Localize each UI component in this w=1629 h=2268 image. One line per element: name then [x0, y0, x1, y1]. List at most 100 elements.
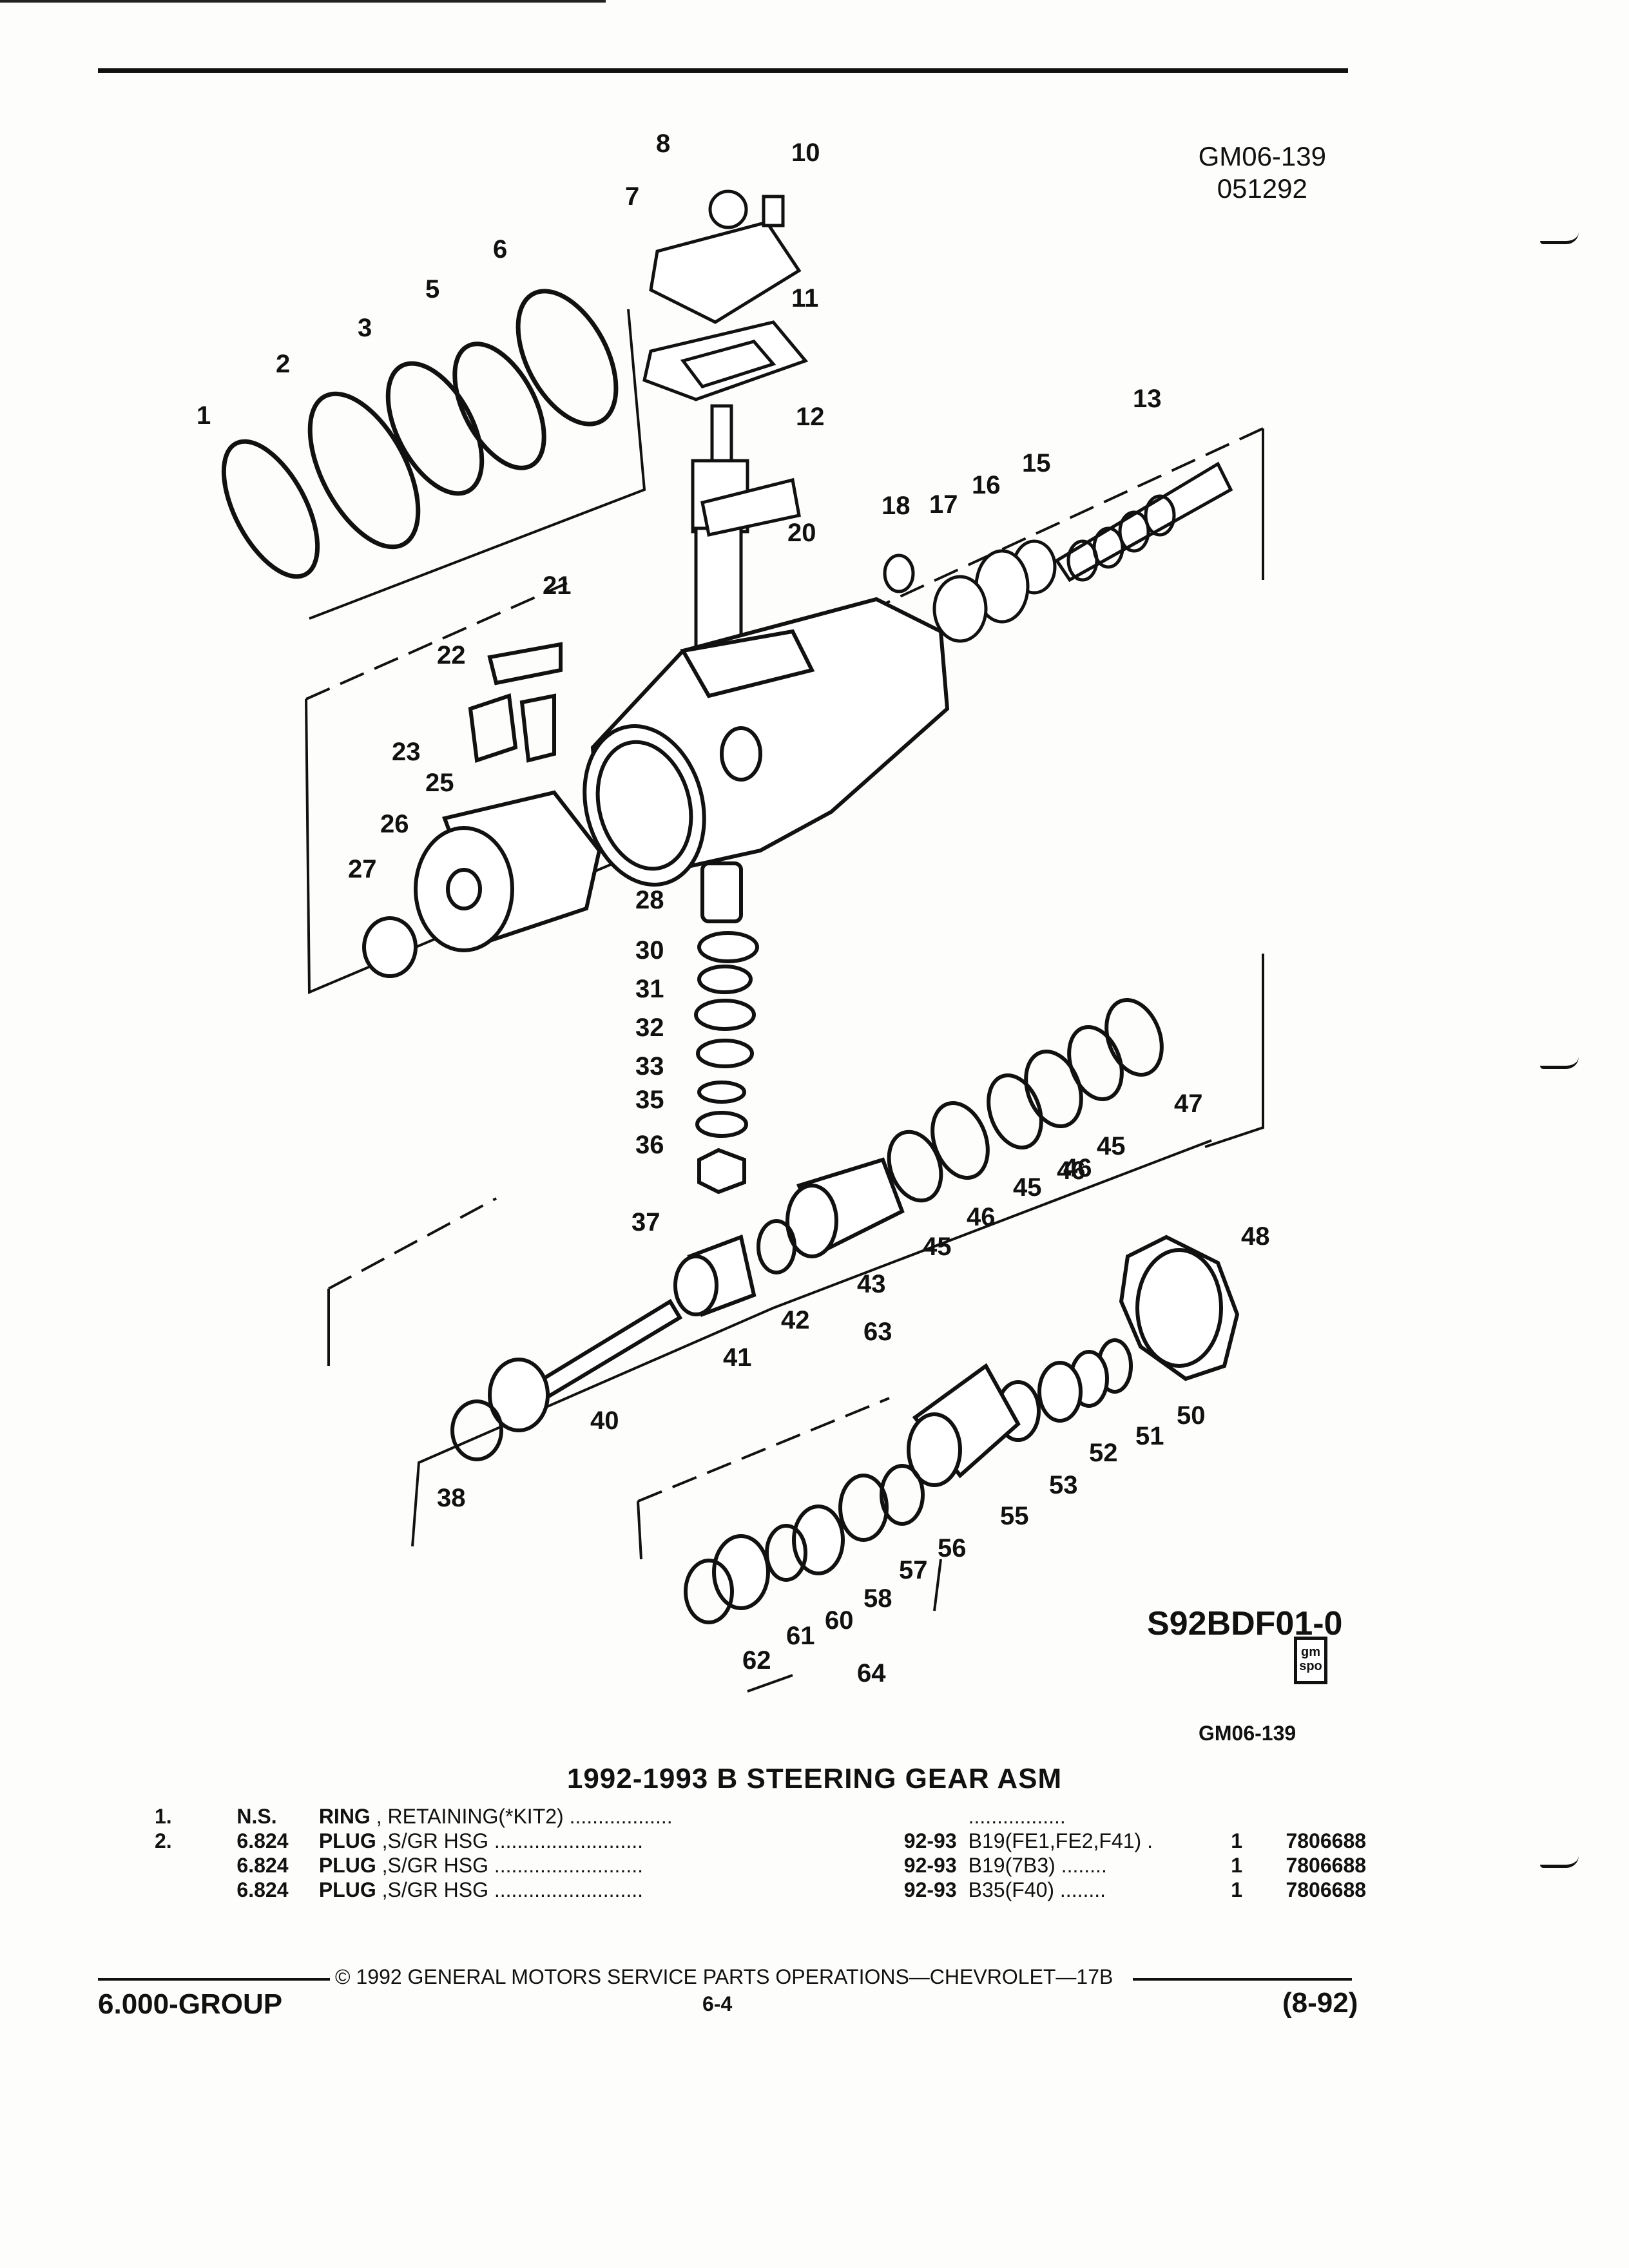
group-number: 6.000-GROUP [98, 1988, 283, 2020]
callout-label: 16 [972, 471, 1001, 499]
parts-list-row: 6.824 PLUG ,S/GR HSG ....................… [155, 1878, 1366, 1902]
frame-valve-bottom [747, 1674, 793, 1693]
margin-mark [1540, 1057, 1579, 1069]
footer-rule-left [98, 1978, 330, 1981]
adjuster-seals [887, 997, 1164, 1203]
illustration-code-line2: 051292 [1217, 173, 1307, 204]
callout-label: 45 [923, 1233, 952, 1261]
frame-valve-left [637, 1501, 642, 1560]
callout-label: 11 [791, 284, 818, 312]
side-cover [642, 189, 809, 401]
part-number [1265, 1804, 1366, 1829]
group-code: 6.824 [236, 1854, 289, 1877]
callout-label: 42 [781, 1306, 810, 1334]
part-name: PLUG [318, 1878, 376, 1901]
callout-label: 7 [625, 182, 639, 211]
callout-label: 57 [899, 1556, 928, 1584]
callout-label: 46 [1063, 1154, 1092, 1182]
figure-id: S92BDF01-0 [1147, 1605, 1343, 1642]
group-code: N.S. [236, 1805, 277, 1828]
callout-label: 23 [392, 738, 421, 766]
parts-list-row: 6.824 PLUG ,S/GR HSG ....................… [155, 1853, 1366, 1878]
part-description: RING , RETAINING(*KIT2) ................… [319, 1804, 874, 1829]
stub-shaft-assembly [450, 1157, 905, 1461]
valve-assembly [684, 1235, 1240, 1624]
logo-text-spo: spo [1299, 1659, 1322, 1673]
part-name: PLUG [318, 1829, 376, 1852]
group-code: 6.824 [236, 1878, 289, 1901]
callout-label: 35 [635, 1086, 664, 1114]
part-description: PLUG ,S/GR HSG .........................… [319, 1853, 874, 1878]
callout-label: 48 [1241, 1222, 1270, 1251]
part-number: 7806688 [1286, 1829, 1367, 1852]
callout-label: 22 [437, 641, 466, 669]
model-years [874, 1804, 968, 1829]
callout-label: 33 [635, 1052, 664, 1081]
callout-label: 32 [635, 1014, 664, 1042]
callout-label: 52 [1089, 1439, 1118, 1467]
pitman-seal-stack [694, 861, 759, 1195]
callout-label: 45 [1013, 1173, 1042, 1202]
worm-shaft-assembly [883, 461, 1233, 643]
copyright-text: © 1992 GENERAL MOTORS SERVICE PARTS OPER… [335, 1965, 1113, 1988]
application: B19(FE1,FE2,F41) . [968, 1829, 1153, 1852]
callout-label: 8 [656, 130, 670, 158]
exploded-view-diagram: 1 2 3 5 6 7 8 10 11 12 13 15 16 17 18 20… [197, 130, 1270, 1693]
callout-label: 53 [1049, 1471, 1078, 1499]
frame-piston-bottom [411, 1139, 1212, 1547]
part-name: PLUG [318, 1854, 376, 1877]
application: ................. [968, 1805, 1066, 1828]
part-number: 7806688 [1286, 1878, 1367, 1901]
part-detail: , RETAINING(*KIT2) .................. [376, 1805, 673, 1828]
callout-label: 17 [929, 490, 958, 519]
callout-label: 62 [742, 1646, 771, 1675]
callout-label: 12 [796, 403, 825, 431]
callout-label: 2 [276, 350, 290, 378]
callout-label: 43 [857, 1270, 886, 1298]
callout-label: 20 [787, 519, 816, 547]
item-number [155, 1853, 236, 1878]
callout-label: 31 [635, 975, 664, 1003]
logo-text-gm: gm [1301, 1645, 1320, 1659]
group-code: 6.824 [236, 1829, 289, 1852]
callout-label: 28 [635, 886, 664, 914]
callout-label: 51 [1135, 1422, 1164, 1450]
quantity: 1 [1231, 1854, 1243, 1877]
model-years: 92-93 [903, 1829, 957, 1852]
part-description: PLUG ,S/GR HSG .........................… [319, 1878, 874, 1902]
callout-label: 64 [857, 1659, 886, 1687]
margin-mark [1540, 232, 1579, 244]
callout-label: 61 [786, 1622, 815, 1650]
frame-shaft-top [824, 427, 1264, 633]
callout-label: 6 [493, 235, 507, 264]
retaining-rings [221, 289, 619, 579]
callout-label: 46 [1057, 1157, 1086, 1185]
callout-label: 63 [863, 1318, 892, 1346]
parts-list: 1.N.S.RING , RETAINING(*KIT2) ..........… [155, 1804, 1366, 1902]
header-rule [98, 68, 1348, 73]
parts-list-row: 1.N.S.RING , RETAINING(*KIT2) ..........… [155, 1804, 1366, 1829]
frame-rings [309, 309, 646, 620]
application: B19(7B3) ........ [968, 1854, 1107, 1877]
gear-housing [583, 597, 950, 887]
model-years: 92-93 [903, 1854, 957, 1877]
quantity: 1 [1231, 1829, 1243, 1852]
callout-label: 5 [425, 275, 439, 303]
frame-housing-top [305, 582, 568, 700]
callout-label: 27 [348, 855, 377, 883]
callout-label: 40 [590, 1407, 619, 1435]
callout-label: 37 [631, 1208, 660, 1236]
frame-valve-right [933, 1559, 942, 1611]
callout-label: 1 [197, 401, 211, 430]
gm-spo-logo: gm spo [1294, 1637, 1327, 1684]
callout-label: 47 [1174, 1090, 1203, 1118]
part-detail: ,S/GR HSG .......................... [381, 1829, 643, 1852]
item-number [155, 1878, 236, 1902]
callout-label: 41 [723, 1343, 752, 1372]
callout-label: 3 [358, 314, 372, 342]
part-number: 7806688 [1286, 1854, 1367, 1877]
callout-label: 56 [938, 1534, 967, 1562]
part-detail: ,S/GR HSG .......................... [381, 1878, 643, 1901]
callout-label: 26 [380, 810, 409, 838]
